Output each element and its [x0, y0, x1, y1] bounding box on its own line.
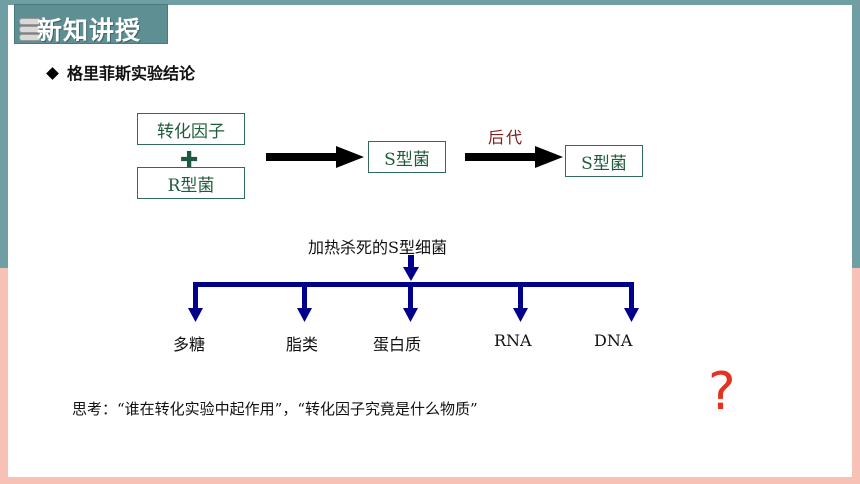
- heat-killed-label: 加热杀死的S型细菌: [308, 238, 447, 257]
- component-lipid: 脂类: [286, 335, 319, 354]
- section-heading: 格里菲斯实验结论: [46, 60, 196, 84]
- slide-title: 新知讲授: [37, 16, 142, 45]
- section-heading-text: 格里菲斯实验结论: [67, 64, 196, 83]
- arrow-to-offspring: [465, 146, 563, 168]
- binder-ring-icon: [19, 26, 41, 33]
- r-strain-box: R型菌: [137, 167, 245, 199]
- s-strain-box-result: S型菌: [368, 141, 446, 173]
- thinking-prompt: 思考：“谁在转化实验中起作用”，“转化因子究竟是什么物质”: [72, 400, 478, 418]
- plus-icon: ✚: [180, 148, 199, 173]
- title-tab: 新知讲授: [14, 4, 168, 45]
- binder-ring-icon: [19, 34, 41, 41]
- transform-factor-label: 转化因子: [157, 121, 225, 142]
- component-polysaccharide: 多糖: [173, 335, 206, 354]
- r-strain-label: R型菌: [167, 175, 215, 196]
- question-mark-icon: ?: [708, 362, 736, 422]
- s-strain-offspring-label: S型菌: [581, 153, 627, 174]
- binder-ring-icon: [19, 18, 41, 25]
- s-strain-box-offspring: S型菌: [565, 145, 643, 177]
- slide-canvas: [8, 5, 852, 477]
- component-tree: [188, 255, 639, 322]
- transform-factor-box: 转化因子: [137, 113, 245, 145]
- component-protein: 蛋白质: [373, 335, 422, 354]
- component-rna: RNA: [494, 331, 532, 350]
- offspring-label: 后代: [488, 128, 525, 147]
- component-dna: DNA: [594, 331, 633, 350]
- s-strain-label: S型菌: [384, 149, 430, 170]
- arrow-to-s-strain: [266, 146, 364, 168]
